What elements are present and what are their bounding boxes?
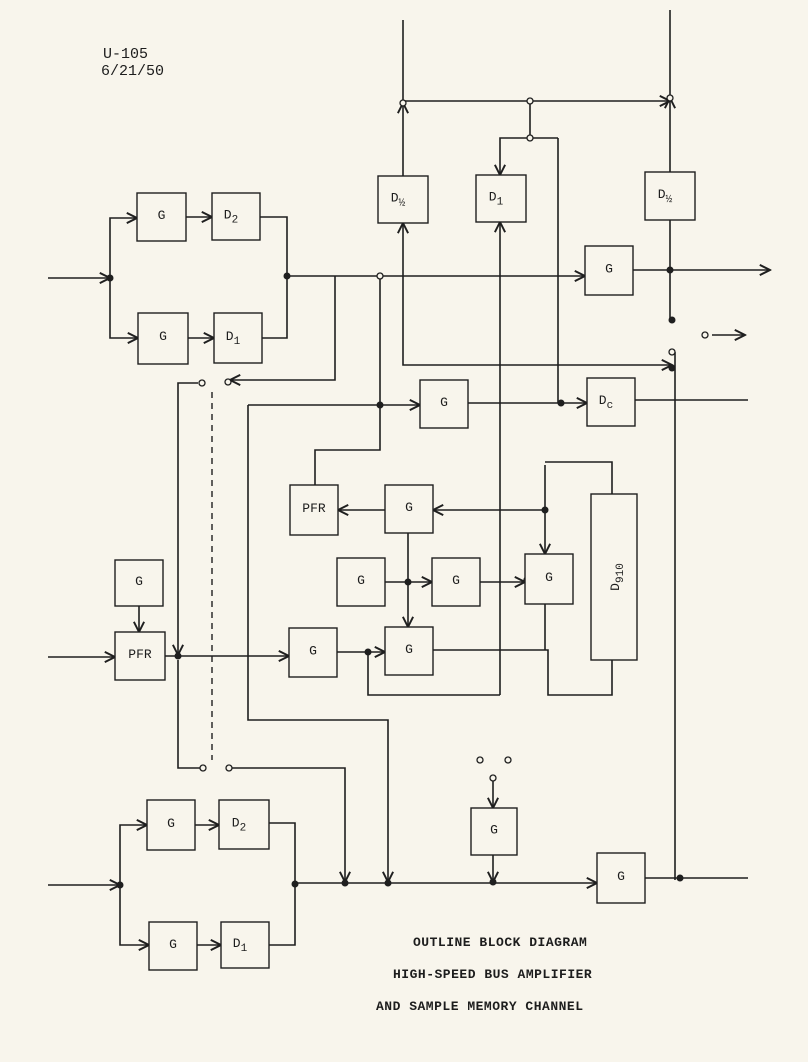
block-g-mid: G xyxy=(419,379,469,429)
block-label: G xyxy=(452,573,460,588)
block-label: G xyxy=(159,329,167,344)
block-box xyxy=(218,799,270,850)
block-g-top-upper: G xyxy=(136,192,187,242)
block-label: G xyxy=(605,262,613,277)
block-box xyxy=(336,557,386,607)
block-label: G xyxy=(135,574,143,589)
block-label: D1 xyxy=(226,329,241,348)
block-d1-upper: D1 xyxy=(475,174,527,223)
block-label: G xyxy=(357,573,365,588)
block-g-pfr: G xyxy=(384,484,434,534)
block-g-row-b: G xyxy=(431,557,481,607)
block-g-row-a: G xyxy=(336,557,386,607)
block-label: G xyxy=(405,500,413,515)
block-g-pfr-out: G xyxy=(288,627,338,678)
block-g-bottom-center: G xyxy=(470,807,518,856)
block-label: G xyxy=(309,644,317,659)
document-date: 6/21/50 xyxy=(101,63,165,80)
block-pfr-mid: PFR xyxy=(289,484,339,536)
block-box xyxy=(136,192,187,242)
block-d910: D910 xyxy=(590,493,638,661)
junction-nodes xyxy=(106,266,684,889)
block-d2-bot: D2 xyxy=(218,799,270,850)
block-g-bot-upper: G xyxy=(146,799,196,851)
block-label: D1 xyxy=(233,936,248,955)
block-g-row-c: G xyxy=(524,553,574,605)
block-label: G xyxy=(167,816,175,831)
block-box xyxy=(475,174,527,223)
block-box xyxy=(148,921,198,971)
block-box xyxy=(524,553,574,605)
block-g-lower-mid: G xyxy=(384,626,434,676)
block-box xyxy=(644,171,696,221)
block-g-top-lower: G xyxy=(137,312,189,365)
block-d1-top: D1 xyxy=(213,312,263,364)
block-dhalf-left: D½ xyxy=(377,175,429,224)
block-box xyxy=(384,626,434,676)
switch-contacts xyxy=(198,94,709,782)
block-label: PFR xyxy=(302,501,326,516)
title-line-2: HIGH-SPEED BUS AMPLIFIER xyxy=(393,967,593,982)
block-label: Dc xyxy=(599,393,613,412)
block-box xyxy=(431,557,481,607)
block-label: G xyxy=(158,208,166,223)
block-label: D½ xyxy=(391,191,406,210)
block-box xyxy=(586,377,636,427)
block-box xyxy=(146,799,196,851)
block-label: G xyxy=(169,937,177,952)
block-dc: Dc xyxy=(586,377,636,427)
block-box xyxy=(384,484,434,534)
block-box xyxy=(377,175,429,224)
block-box xyxy=(211,192,261,241)
block-box xyxy=(137,312,189,365)
block-box xyxy=(590,493,638,661)
block-label: G xyxy=(490,823,498,838)
signal-wires xyxy=(48,10,770,945)
block-label: D½ xyxy=(658,187,673,206)
block-label: G xyxy=(617,869,625,884)
block-pfr-left: PFR xyxy=(114,631,166,681)
block-label: D2 xyxy=(232,816,246,835)
block-box xyxy=(288,627,338,678)
block-label: D2 xyxy=(224,208,238,227)
block-label: G xyxy=(440,395,448,410)
block-box xyxy=(114,631,166,681)
document-number: U-105 xyxy=(103,46,149,63)
block-box xyxy=(213,312,263,364)
block-d2-top: D2 xyxy=(211,192,261,241)
block-box xyxy=(596,852,646,904)
block-label: D1 xyxy=(489,190,504,209)
block-label: D910 xyxy=(608,563,627,591)
block-g-bot-lower: G xyxy=(148,921,198,971)
block-label: G xyxy=(545,570,553,585)
block-box xyxy=(289,484,339,536)
title-line-1: OUTLINE BLOCK DIAGRAM xyxy=(413,935,588,950)
block-d1-bot: D1 xyxy=(220,921,270,969)
block-box xyxy=(419,379,469,429)
block-g-left: G xyxy=(114,559,164,607)
block-box xyxy=(114,559,164,607)
block-box xyxy=(470,807,518,856)
block-box xyxy=(584,245,634,296)
block-label: G xyxy=(405,642,413,657)
block-box xyxy=(220,921,270,969)
block-label: PFR xyxy=(128,647,152,662)
block-g-bus-right: G xyxy=(584,245,634,296)
block-g-bot-right: G xyxy=(596,852,646,904)
block-dhalf-right: D½ xyxy=(644,171,696,221)
title-line-3: AND SAMPLE MEMORY CHANNEL xyxy=(376,999,584,1014)
